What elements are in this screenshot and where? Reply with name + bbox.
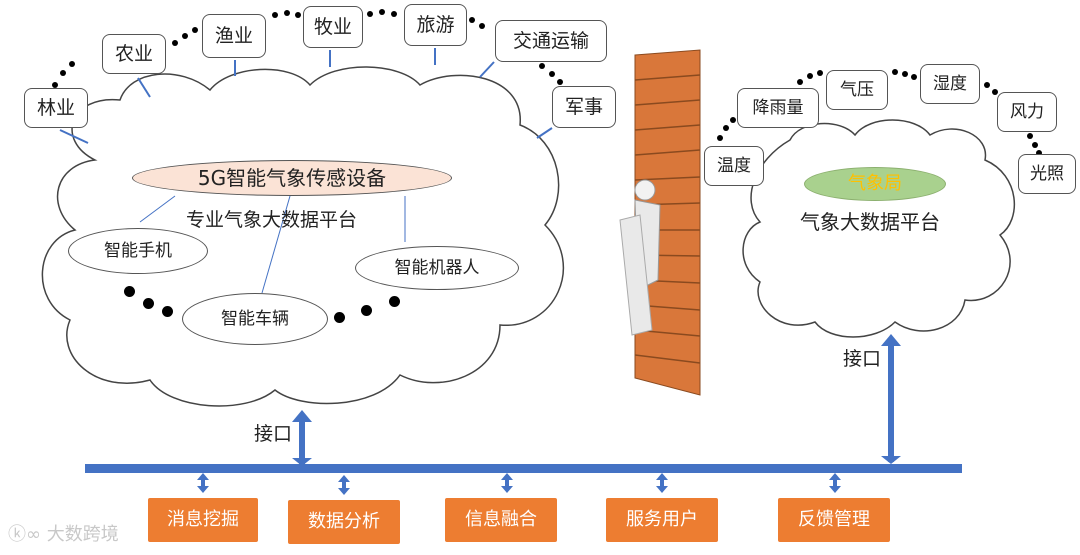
service-data-analysis: 数据分析 [288,500,400,544]
professional-platform-label: 专业气象大数据平台 [186,209,358,231]
watermark: ⓚ∞ 大数跨境 [8,520,119,546]
service-info-fusion: 信息融合 [445,498,557,542]
service-feedback-mgmt: 反馈管理 [778,498,890,542]
industry-agriculture: 农业 [102,34,166,74]
interface-label-right: 接口 [843,348,882,370]
industry-forestry: 林业 [24,88,88,128]
right-cloud-shape [742,119,1016,338]
ellipsis-dot [334,312,345,323]
service-serve-users: 服务用户 [606,498,718,542]
watermark-logo-icon: ⓚ∞ [8,524,47,545]
factor-temperature: 温度 [704,146,764,186]
industry-tourism: 旅游 [404,4,467,46]
factor-sunlight: 光照 [1018,154,1076,194]
interface-label-left: 接口 [254,423,293,445]
interface-arrows [292,334,901,466]
industry-transport: 交通运输 [495,20,607,62]
firewall-icon [619,49,701,396]
ellipsis-dot [162,306,173,317]
weather-platform-label: 气象大数据平台 [800,210,940,234]
factor-humidity: 湿度 [920,64,980,104]
industry-military: 军事 [552,86,616,128]
ellipsis-dot [143,298,154,309]
factor-wind: 风力 [997,92,1057,132]
device-smart-vehicle: 智能车辆 [182,293,328,345]
watermark-text: 大数跨境 [46,524,119,545]
factor-pressure: 气压 [826,70,888,110]
weather-bureau-ellipse: 气象局 [804,167,946,201]
service-message-mining: 消息挖掘 [148,498,258,542]
ellipsis-dot [361,305,372,316]
data-bus [85,464,962,473]
ellipsis-dot [124,286,135,297]
ellipsis-dot [389,296,400,307]
industry-link-arrows [59,48,553,144]
device-smart-robot: 智能机器人 [355,246,519,290]
industry-fishery: 渔业 [202,14,266,58]
sensor-device-ellipse: 5G智能气象传感设备 [132,160,452,196]
device-smartphone: 智能手机 [68,228,208,274]
factor-rainfall: 降雨量 [737,88,819,128]
industry-livestock: 牧业 [303,6,363,48]
